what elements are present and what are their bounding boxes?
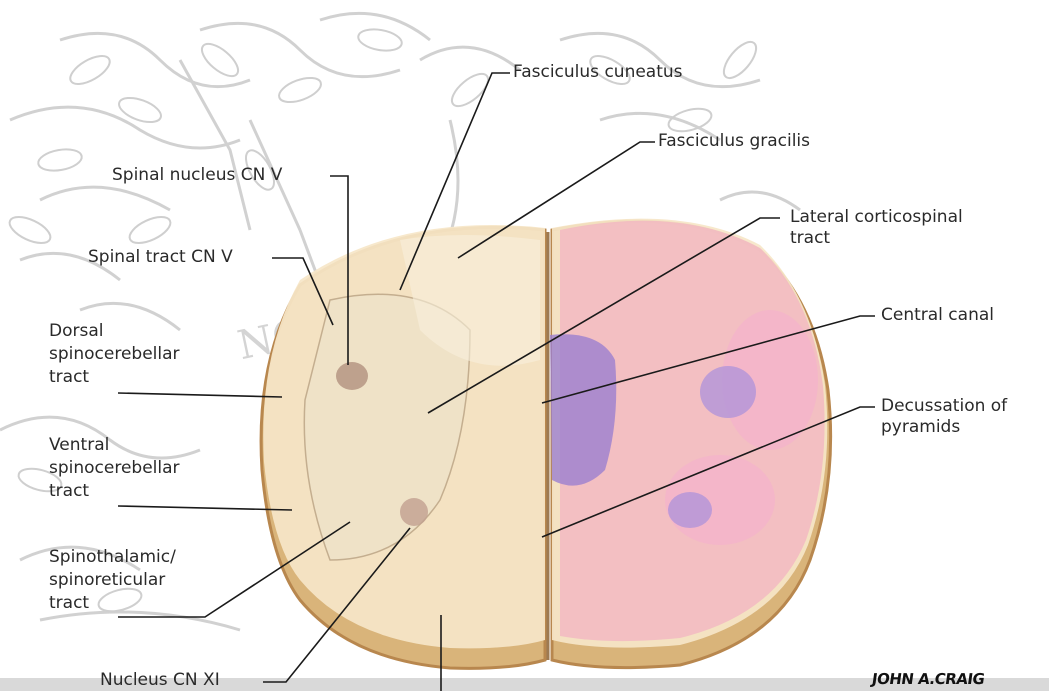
label-dorsal-spinocerebellar: Dorsal spinocerebellar tract bbox=[49, 320, 180, 389]
label-lateral-corticospinal: Lateral corticospinal tract bbox=[790, 207, 963, 249]
spinal-nucleus-cn5-mark bbox=[336, 362, 368, 390]
purple-nucleus-1 bbox=[700, 366, 756, 418]
label-spinal-tract-cn5: Spinal tract CN V bbox=[88, 247, 233, 268]
label-ventral-line2: spinocerebellar bbox=[49, 457, 180, 480]
label-spinothalamic: Spinothalamic/ spinoreticular tract bbox=[49, 546, 176, 615]
label-decussation-line2: pyramids bbox=[881, 417, 1007, 438]
label-spinothalamic-line3: tract bbox=[49, 592, 176, 615]
label-dorsal-line1: Dorsal bbox=[49, 320, 180, 343]
label-lateral-corticospinal-line1: Lateral corticospinal bbox=[790, 207, 963, 228]
nucleus-cn11-mark bbox=[400, 498, 428, 526]
label-dorsal-line3: tract bbox=[49, 366, 180, 389]
purple-pyramid-tract bbox=[550, 334, 616, 485]
label-spinothalamic-line1: Spinothalamic/ bbox=[49, 546, 176, 569]
label-nucleus-cn11: Nucleus CN XI bbox=[100, 670, 220, 691]
label-ventral-line3: tract bbox=[49, 480, 180, 503]
artist-signature: JOHN A.CRAIG bbox=[871, 670, 986, 688]
label-fasciculus-gracilis: Fasciculus gracilis bbox=[658, 131, 810, 152]
label-fasciculus-cuneatus: Fasciculus cuneatus bbox=[513, 62, 683, 83]
cord-section bbox=[261, 219, 831, 669]
label-central-canal: Central canal bbox=[881, 305, 994, 326]
label-ventral-line1: Ventral bbox=[49, 434, 180, 457]
leader-dorsal-spinocerebellar bbox=[118, 393, 282, 397]
label-ventral-spinocerebellar: Ventral spinocerebellar tract bbox=[49, 434, 180, 503]
label-decussation-line1: Decussation of bbox=[881, 396, 1007, 417]
label-decussation: Decussation of pyramids bbox=[881, 396, 1007, 438]
label-lateral-corticospinal-line2: tract bbox=[790, 228, 963, 249]
label-spinal-nucleus-cn5: Spinal nucleus CN V bbox=[112, 165, 282, 186]
label-spinothalamic-line2: spinoreticular bbox=[49, 569, 176, 592]
label-dorsal-line2: spinocerebellar bbox=[49, 343, 180, 366]
purple-nucleus-2 bbox=[668, 492, 712, 528]
